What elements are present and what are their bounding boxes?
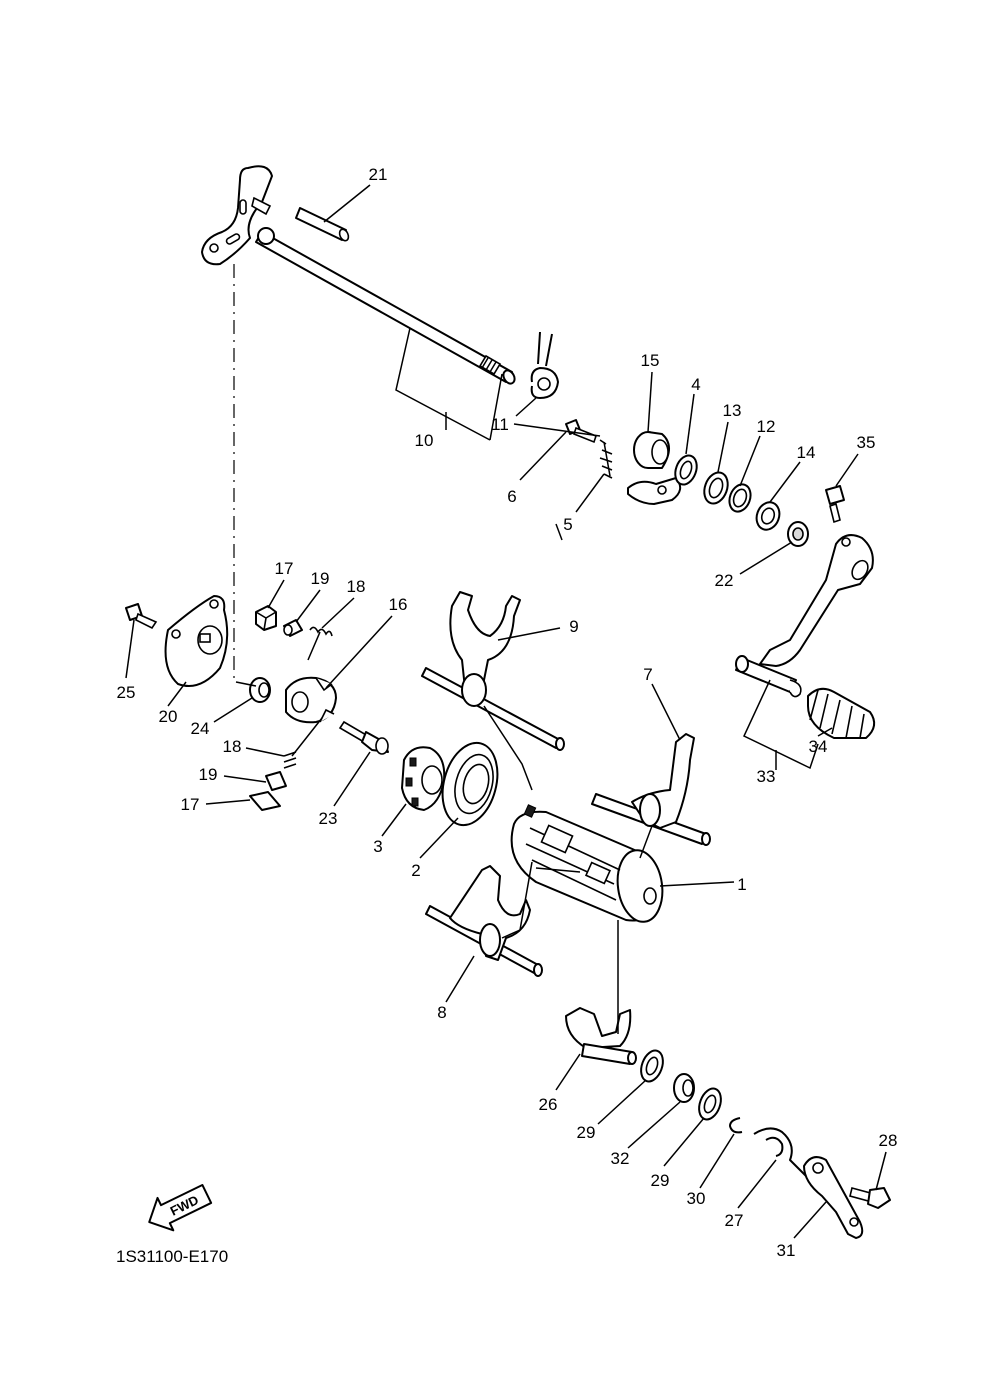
callout-17-lower: 17 [181, 795, 200, 814]
callout-19-lower: 19 [199, 765, 218, 784]
bolt-23 [338, 720, 389, 755]
callout-4: 4 [691, 375, 700, 394]
block-17-lower [249, 791, 281, 811]
callout-5: 5 [563, 515, 572, 534]
callout-30: 30 [687, 1189, 706, 1208]
circlip-30 [729, 1117, 743, 1134]
washer-29 [640, 1049, 664, 1083]
callout-20: 20 [159, 707, 178, 726]
callout-34: 34 [809, 737, 828, 756]
callout-33: 33 [757, 767, 776, 786]
callout-19: 19 [311, 569, 330, 588]
callout-10: 10 [415, 431, 434, 450]
callout-24: 24 [191, 719, 210, 738]
segment-3 [401, 746, 446, 811]
shift-fork-8 [425, 865, 543, 977]
fwd-direction-badge: FWD [148, 1183, 213, 1232]
shift-shaft-assembly [201, 165, 516, 385]
callout-1: 1 [737, 875, 746, 894]
callout-25: 25 [117, 683, 136, 702]
collar-32 [673, 1073, 695, 1103]
callout-35: 35 [857, 433, 876, 452]
pin-19-lower [265, 771, 287, 791]
shift-drum-1 [510, 804, 664, 923]
callout-18: 18 [347, 577, 366, 596]
collar-15 [633, 431, 670, 469]
callout-2: 2 [411, 861, 420, 880]
drawing-code: 1S31100-E170 [116, 1247, 228, 1266]
oil-seal-22 [787, 521, 809, 547]
callout-23: 23 [319, 809, 338, 828]
callout-27: 27 [725, 1211, 744, 1230]
shift-pedal [735, 534, 874, 698]
spring-18 [309, 626, 333, 637]
stopper-plate-20 [164, 595, 229, 687]
callout-29-lower: 29 [651, 1171, 670, 1190]
leader-lines [125, 184, 887, 1239]
pin-19 [283, 619, 303, 637]
shift-fork-9 [421, 591, 565, 751]
stopper-lever [627, 477, 682, 505]
callout-26: 26 [539, 1095, 558, 1114]
callout-11: 11 [491, 415, 509, 434]
lever-31 [803, 1156, 864, 1239]
callout-32: 32 [611, 1149, 630, 1168]
collar-24 [249, 677, 271, 703]
pedal-rubber-34 [807, 687, 876, 739]
bolt-28 [849, 1187, 891, 1209]
return-spring [530, 331, 559, 399]
bearing-2 [441, 741, 499, 827]
callout-labels: 21 15 4 13 12 14 35 11 10 6 5 22 17 19 1… [117, 165, 898, 1260]
callout-17: 17 [275, 559, 294, 578]
callout-6: 6 [507, 487, 516, 506]
callout-3: 3 [373, 837, 382, 856]
spring-5 [599, 439, 613, 479]
callout-21: 21 [369, 165, 388, 184]
bolt-6 [565, 419, 597, 444]
bolt-35 [825, 485, 845, 524]
shift-fork-7 [591, 733, 711, 846]
spring-27 [753, 1127, 807, 1177]
washer-13 [703, 471, 729, 505]
bolt-25 [125, 603, 158, 630]
callout-29: 29 [577, 1123, 596, 1142]
shift-guide-26 [565, 1007, 637, 1065]
callout-7: 7 [643, 665, 652, 684]
circlip-12 [728, 483, 752, 513]
callout-16: 16 [389, 595, 408, 614]
washer-29-lower [698, 1087, 722, 1121]
callout-31: 31 [777, 1241, 796, 1260]
callout-15: 15 [641, 351, 660, 370]
callout-12: 12 [757, 417, 776, 436]
segment-16 [285, 676, 337, 724]
callout-14: 14 [797, 443, 816, 462]
callout-9: 9 [569, 617, 578, 636]
alignment-lines [233, 264, 653, 1034]
stopper-block-17 [255, 605, 277, 631]
washer-14 [755, 501, 781, 531]
callout-28: 28 [879, 1131, 898, 1150]
callout-8: 8 [437, 1003, 446, 1022]
callout-18-lower: 18 [223, 737, 242, 756]
callout-22: 22 [715, 571, 734, 590]
washer-4 [674, 454, 698, 486]
callout-13: 13 [723, 401, 742, 420]
